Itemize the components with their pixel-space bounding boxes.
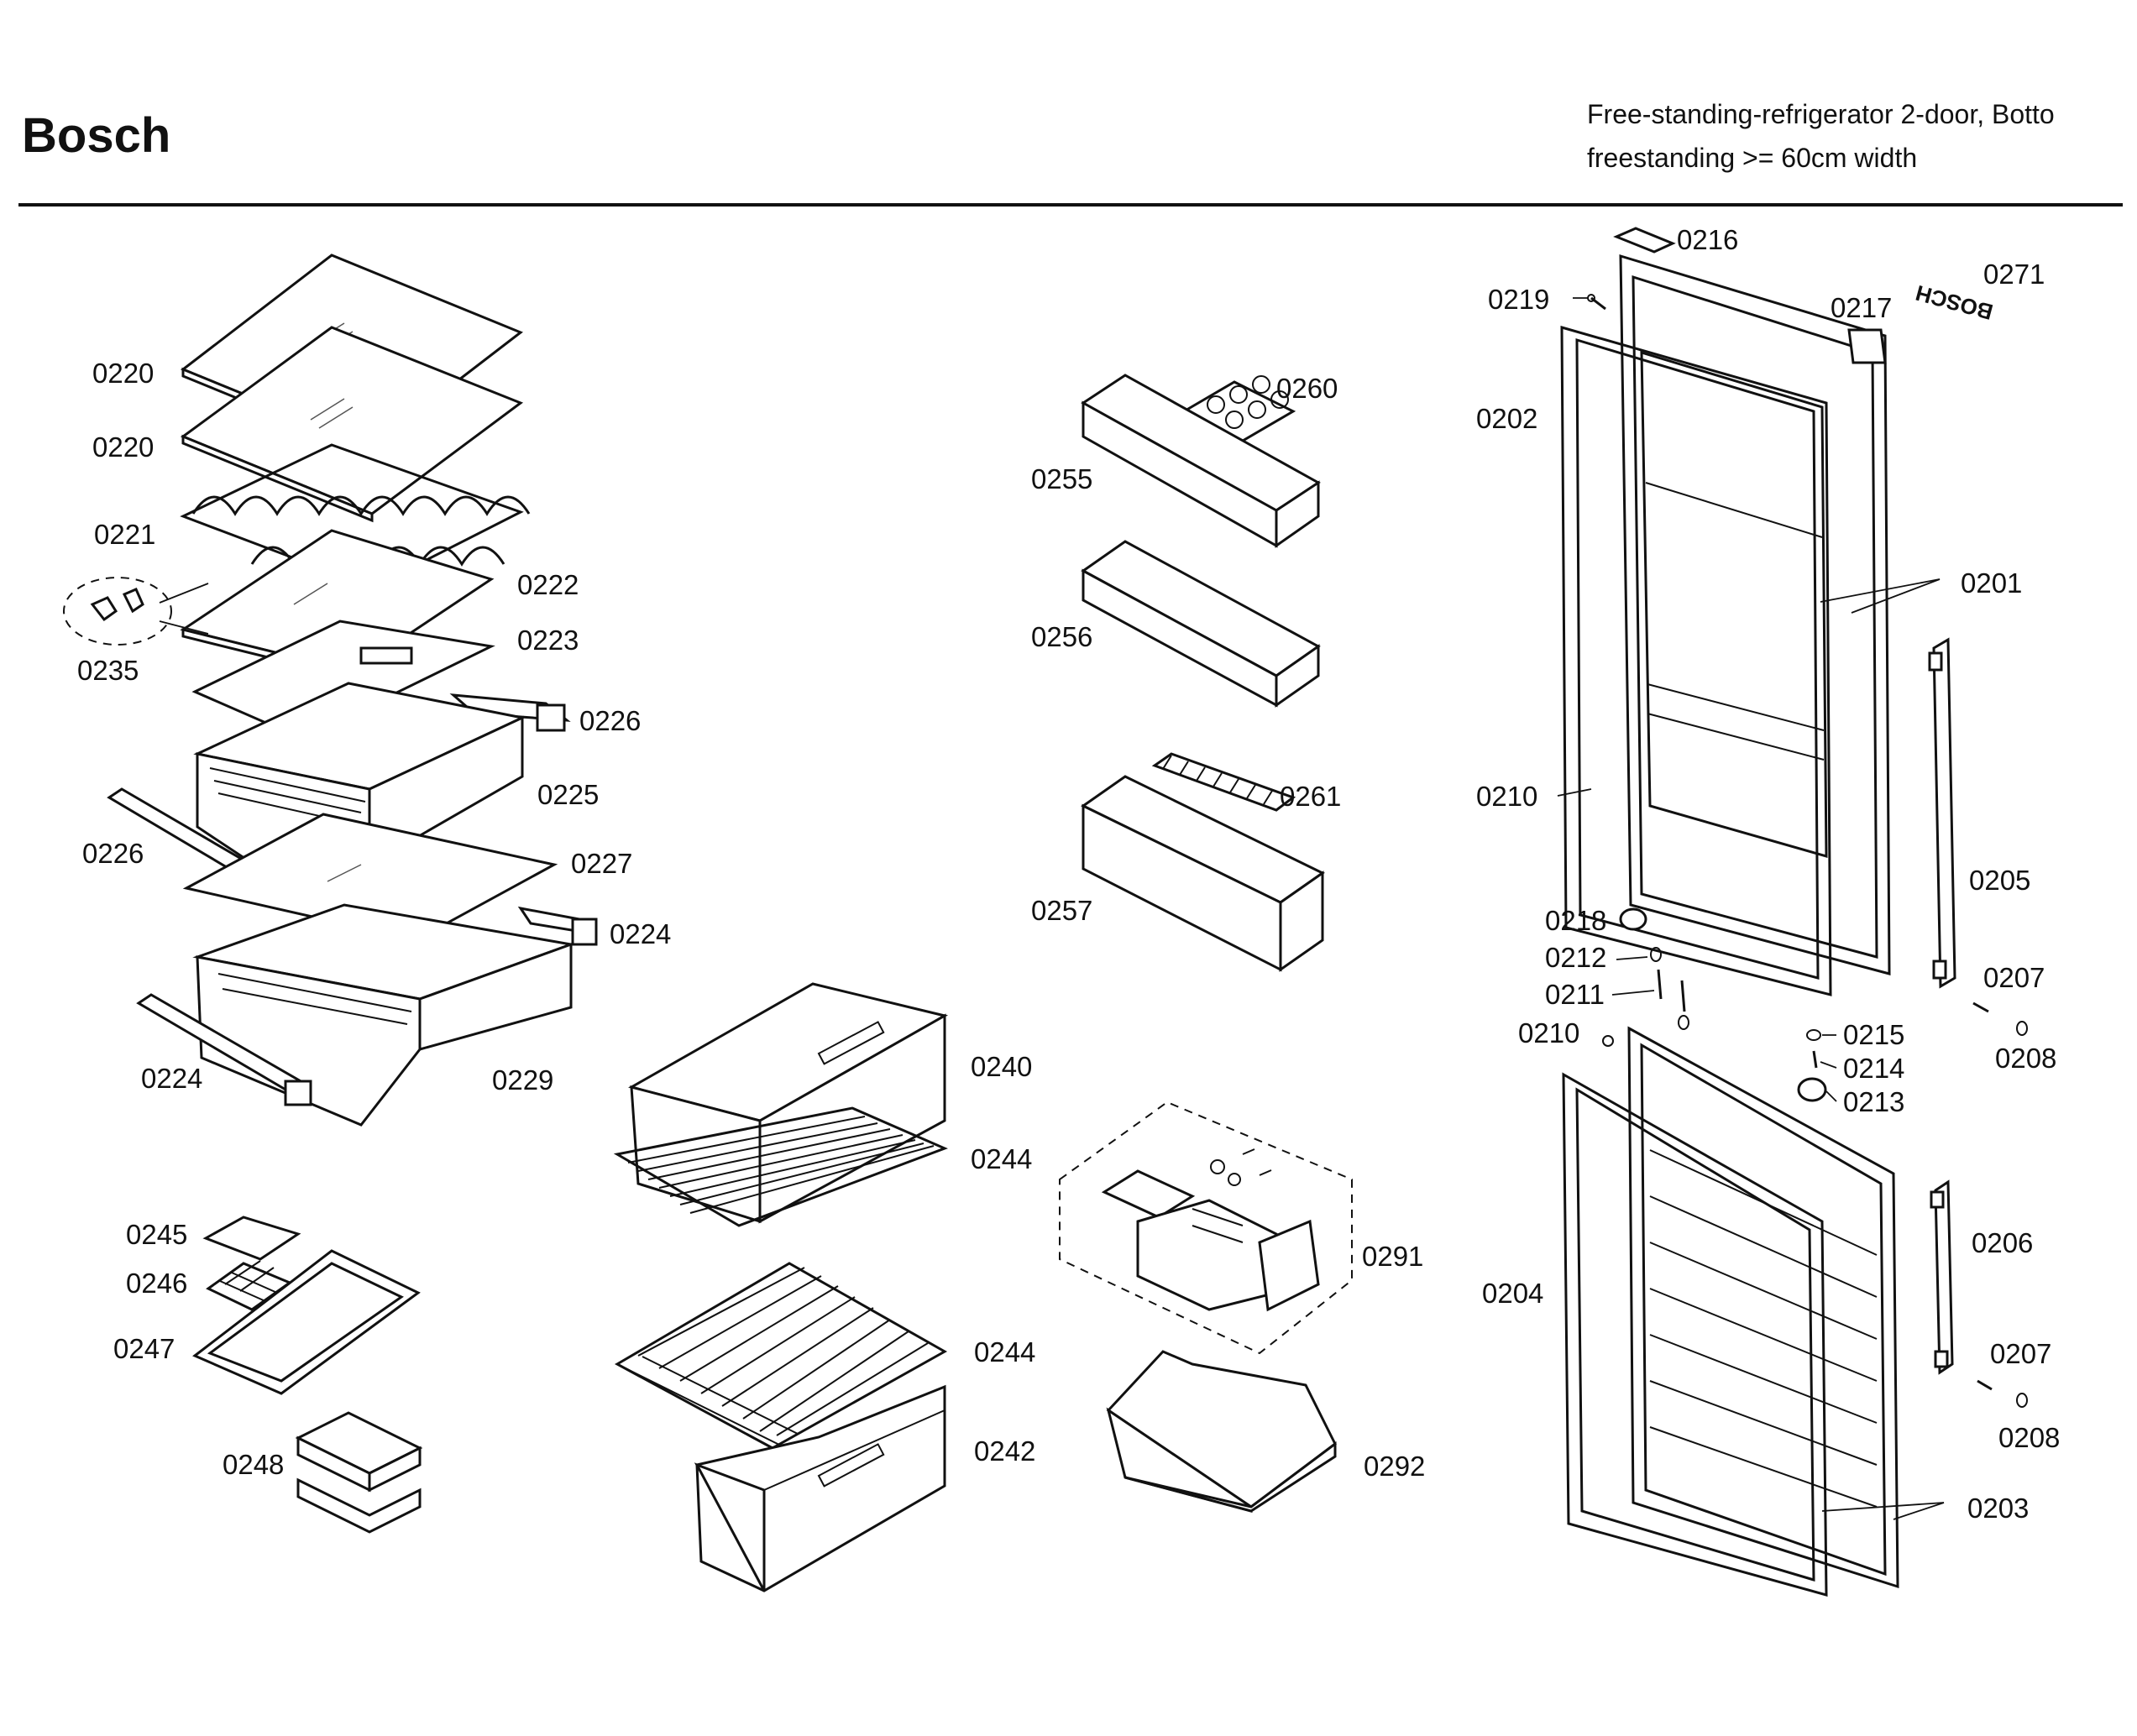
callout-0207: 0207 [1983,962,2045,993]
callout-0224: 0224 [141,1063,202,1094]
part-0224-rail-lower-left [136,993,312,1106]
part-0244-wire-grid-lower [614,1262,948,1450]
part-0208-cap-lower [2016,1393,2028,1408]
callout-0214: 0214 [1843,1053,1904,1084]
callout-0203: 0203 [1967,1493,2029,1524]
callout-0207: 0207 [1990,1338,2051,1369]
callout-0218: 0218 [1545,905,1606,936]
part-0201-fridge-door [1619,254,1891,975]
part-0208-cap-upper [2016,1021,2028,1036]
part-0229-crisper-lower [192,903,576,1127]
callout-0226: 0226 [579,705,641,736]
header-divider [18,203,2123,207]
callout-0227: 0227 [571,848,632,879]
callout-0261: 0261 [1280,781,1341,812]
callout-0245: 0245 [126,1219,187,1250]
callout-0215: 0215 [1843,1019,1904,1050]
part-0242-freezer-drawer-lower [694,1384,946,1592]
part-0256-door-bin-middle [1081,540,1321,708]
callout-0225: 0225 [537,779,599,810]
part-0212-washer [1650,947,1662,962]
part-0206-handle-lower [1930,1179,1954,1375]
callout-0206: 0206 [1972,1227,2033,1258]
callout-0208: 0208 [1995,1043,2056,1074]
callout-0221: 0221 [94,519,155,550]
part-0261-bin-divider [1151,752,1296,812]
callout-0247: 0247 [113,1333,175,1364]
part-0225-crisper-upper [193,682,526,907]
callout-0255: 0255 [1031,463,1092,494]
part-0205-handle-upper [1928,637,1956,989]
callout-0220: 0220 [92,431,154,463]
part-0218-bearing [1619,907,1647,931]
callout-0211: 0211 [1545,979,1605,1010]
callout-0229: 0229 [492,1064,553,1095]
part-0217-hinge-cover [1847,328,1887,364]
callout-0223: 0223 [517,625,579,656]
part-0248-cold-packs [295,1411,423,1534]
part-0202-fridge-door-gasket [1560,326,1832,996]
callout-0216: 0216 [1677,224,1738,255]
callout-0212: 0212 [1545,942,1606,973]
callout-0205: 0205 [1969,865,2030,896]
part-0220-glass-shelf-lower [180,326,524,523]
callout-0235: 0235 [77,655,139,686]
callout-0220: 0220 [92,358,154,389]
callout-0210: 0210 [1476,781,1537,812]
callout-0257: 0257 [1031,895,1092,926]
part-0211-pins [1657,969,1689,1030]
part-0219-screw [1587,294,1606,311]
callout-0204: 0204 [1482,1278,1543,1309]
part-0235-shelf-clip-detail [63,577,209,646]
callout-0246: 0246 [126,1268,187,1299]
part-0214-screw [1812,1050,1818,1069]
callout-0292: 0292 [1364,1451,1425,1482]
part-0213-bushing [1797,1077,1827,1102]
callout-0260: 0260 [1276,373,1338,404]
callout-0242: 0242 [974,1435,1035,1467]
part-0245-ice-tray-lid [202,1216,301,1261]
callout-0210: 0210 [1518,1017,1579,1048]
part-0215-washer [1806,1029,1821,1041]
model-description-line-1: Free-standing-refrigerator 2-door, Botto [1587,99,2055,129]
part-0210-screw-lower [1602,1035,1614,1047]
callout-0202: 0202 [1476,403,1537,434]
callout-0201: 0201 [1961,567,2022,599]
callout-0219: 0219 [1488,284,1549,315]
callout-0217: 0217 [1831,292,1892,323]
part-0257-door-bin-lower [1081,775,1325,972]
callout-0291: 0291 [1362,1241,1423,1272]
callout-0271: 0271 [1983,259,2045,290]
part-0247-tray [192,1249,421,1395]
callout-0222: 0222 [517,569,579,600]
callout-0224: 0224 [610,918,671,949]
part-0224-rail-upper [517,906,598,946]
callout-0256: 0256 [1031,621,1092,652]
part-0207-screw-upper [1972,1001,1989,1013]
callout-0208: 0208 [1998,1422,2060,1453]
part-0255-door-bin-upper [1081,374,1321,548]
part-0216-cap [1613,227,1676,254]
part-0244-wire-grid-upper [613,1106,948,1227]
callout-labels: 0220 0220 0221 0222 0223 0235 0226 0225 … [77,224,2060,1524]
callout-0248: 0248 [223,1449,284,1480]
part-0207-screw-lower [1977,1379,1993,1391]
callout-0244: 0244 [974,1336,1035,1367]
callout-0226: 0226 [82,838,144,869]
leader-lines [1557,297,1945,1520]
part-0292-ice-bin [1106,1350,1337,1513]
part-0291-icemaker-kit [1059,1101,1353,1355]
part-0204-freezer-door-gasket [1562,1072,1828,1597]
callout-0213: 0213 [1843,1086,1904,1117]
callout-0240: 0240 [971,1051,1032,1082]
part-0203-freezer-door [1627,1026,1899,1589]
callout-0244: 0244 [971,1143,1032,1174]
brand-title: Bosch [22,108,171,163]
model-description-line-2: freestanding >= 60cm width [1587,143,1918,173]
